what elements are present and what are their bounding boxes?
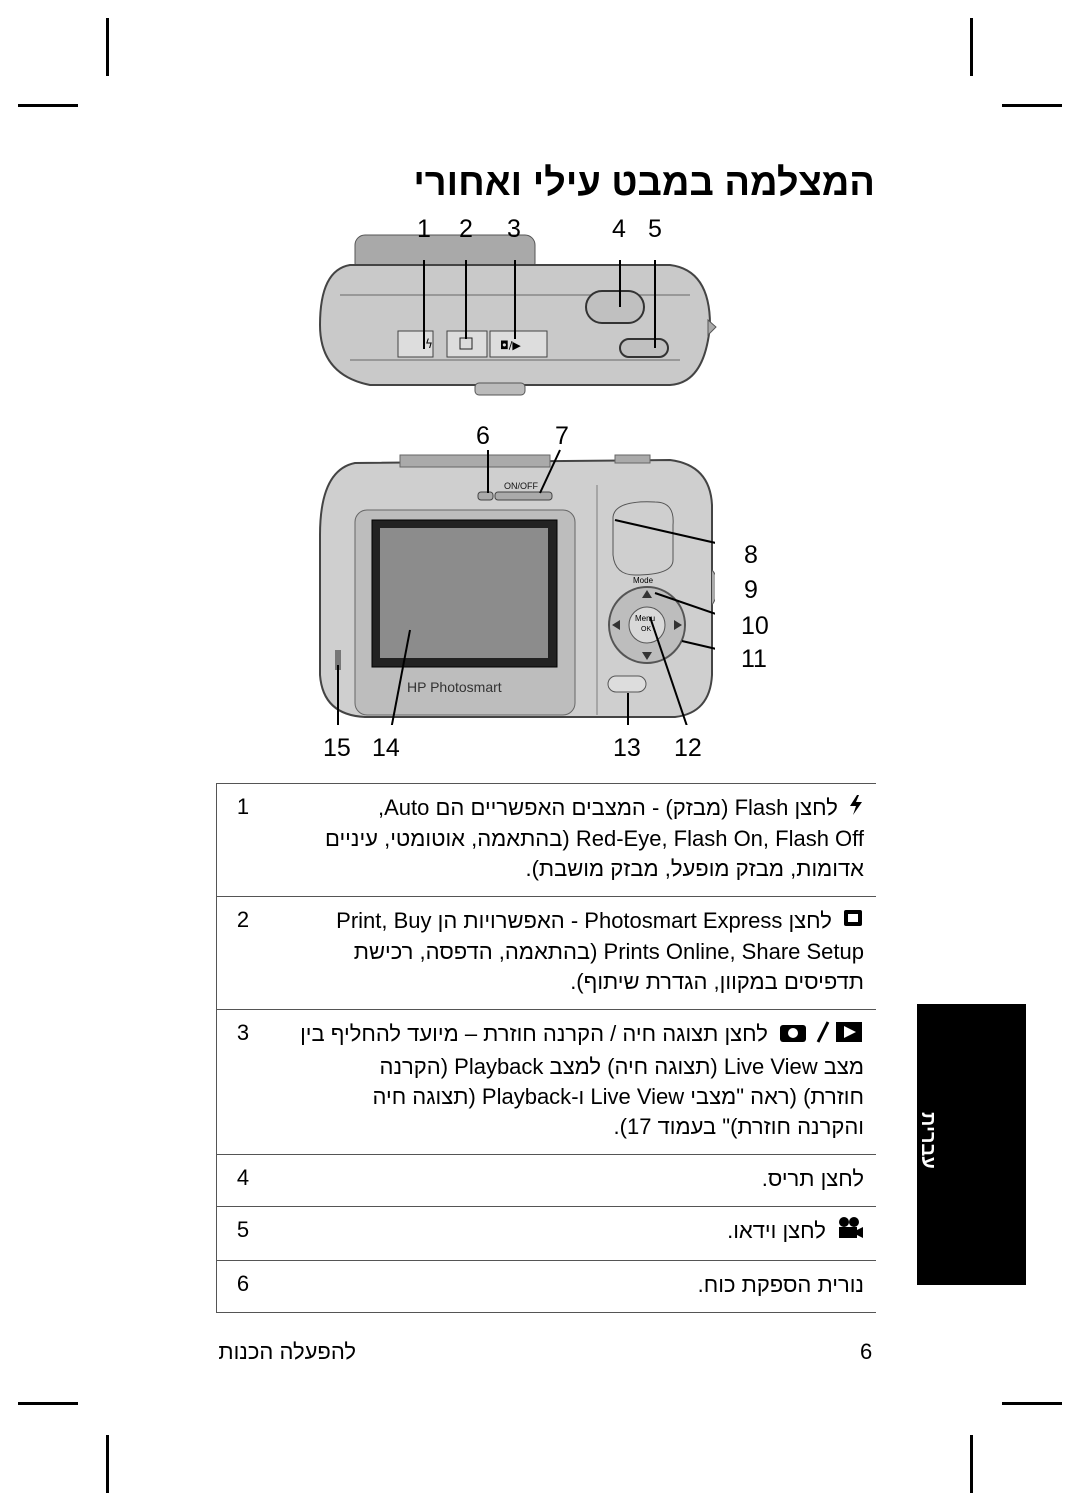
crop-mark: [106, 18, 109, 76]
callout-2: 2: [459, 215, 473, 243]
callout-10: 10: [741, 612, 769, 640]
video-icon: [836, 1216, 864, 1248]
row-4-line-1: לחצן תריס.: [761, 1165, 864, 1191]
table-row: לחצן תריס. 4: [216, 1153, 876, 1207]
crop-mark: [970, 1435, 973, 1493]
crop-mark: [18, 1402, 78, 1405]
row-3-line-3: חוזרת) (ראה "מצבי Live View ו-Playback (…: [372, 1083, 865, 1109]
callout-4: 4: [612, 215, 626, 243]
row-3-line-2: מצב Live View (תצוגה חיה) למצב Playback …: [379, 1053, 864, 1079]
crop-mark: [106, 1435, 109, 1493]
callout-15: 15: [323, 734, 351, 762]
row-2-line-1: לחצן Photosmart Express - האפשרויות הן P…: [336, 908, 832, 934]
camera-top-view: ϟ ◘/▶: [318, 234, 717, 396]
crop-mark: [1002, 104, 1062, 107]
table-row: לחצן Photosmart Express - האפשרויות הן P…: [216, 896, 876, 1010]
row-2-line-2: Prints Online, Share Setup (בהתאמה, הדפס…: [353, 939, 864, 965]
callout-9: 9: [744, 576, 758, 604]
page-title: המצלמה במבט עילי ואחורי: [413, 162, 875, 204]
row-number: 1: [216, 782, 269, 897]
row-1-line-2: Red-Eye, Flash On, Flash Off (בהתאמה, או…: [324, 826, 864, 852]
row-number: 6: [216, 1259, 269, 1313]
callout-1: 1: [417, 215, 431, 243]
row-number: 4: [216, 1153, 269, 1207]
callout-12: 12: [674, 734, 702, 762]
footer-section-title: להפעלה הכנות: [218, 1339, 356, 1364]
row-6-line-1: נורית הספקת כוח.: [697, 1271, 864, 1297]
ok-label: OK: [641, 626, 651, 633]
camera-back-view: HP Photosmart ON/OFF Mode Menu OK: [319, 449, 715, 725]
crop-mark: [18, 104, 78, 107]
row-3-line-4: והקרנה חוזרת)" בעמוד 17).: [613, 1113, 864, 1139]
table-row: נורית הספקת כוח. 6: [216, 1259, 876, 1313]
callout-3: 3: [507, 215, 521, 243]
row-2-line-3: תדפיסים במקוון, הגדרת שיתוף).: [570, 969, 864, 995]
row-1-line-1: לחצן Flash (מבזק) - המצבים האפשריים הם A…: [377, 795, 838, 820]
crop-mark: [1002, 1402, 1062, 1405]
description-table: לחצן Flash (מבזק) - המצבים האפשריים הם A…: [216, 782, 876, 1313]
on-off-label: ON/OFF: [504, 481, 538, 491]
footer-page-number: 6: [860, 1339, 873, 1364]
table-row: לחצן Flash (מבזק) - המצבים האפשריים הם A…: [216, 782, 876, 897]
side-tab-label: עברית: [917, 1112, 939, 1169]
callout-5: 5: [648, 215, 662, 243]
row-5-line-1: לחצן וידאו.: [727, 1217, 826, 1243]
callout-8: 8: [744, 541, 758, 569]
callout-13: 13: [613, 734, 641, 762]
callout-7: 7: [555, 422, 569, 450]
table-row: לחצן תצוגה חיה / הקרנה חוזרת – מיועד להח…: [216, 1009, 876, 1155]
photosmart-express-icon: [842, 907, 864, 937]
row-number: 3: [216, 1009, 269, 1155]
brand-label: HP Photosmart: [407, 679, 502, 695]
flash-icon: [848, 794, 864, 824]
svg-text:ϟ: ϟ: [425, 337, 433, 351]
callout-6: 6: [476, 422, 490, 450]
crop-mark: [970, 18, 973, 76]
language-side-tab: עברית: [917, 1004, 1026, 1285]
menu-label: Menu: [635, 614, 655, 623]
table-row: לחצן וידאו. 5: [216, 1205, 876, 1261]
callout-11: 11: [741, 645, 767, 673]
row-number: 5: [216, 1205, 269, 1261]
row-3-line-1: לחצן תצוגה חיה / הקרנה חוזרת – מיועד להח…: [300, 1021, 768, 1047]
row-number: 2: [216, 896, 269, 1010]
svg-text:◘/▶: ◘/▶: [500, 339, 521, 352]
callout-14: 14: [372, 734, 400, 762]
live-view-playback-icon: [778, 1020, 864, 1052]
row-1-line-3: אדומות, מבזק מופעל, מבזק מושבת).: [525, 856, 864, 882]
mode-label: Mode: [633, 576, 654, 585]
